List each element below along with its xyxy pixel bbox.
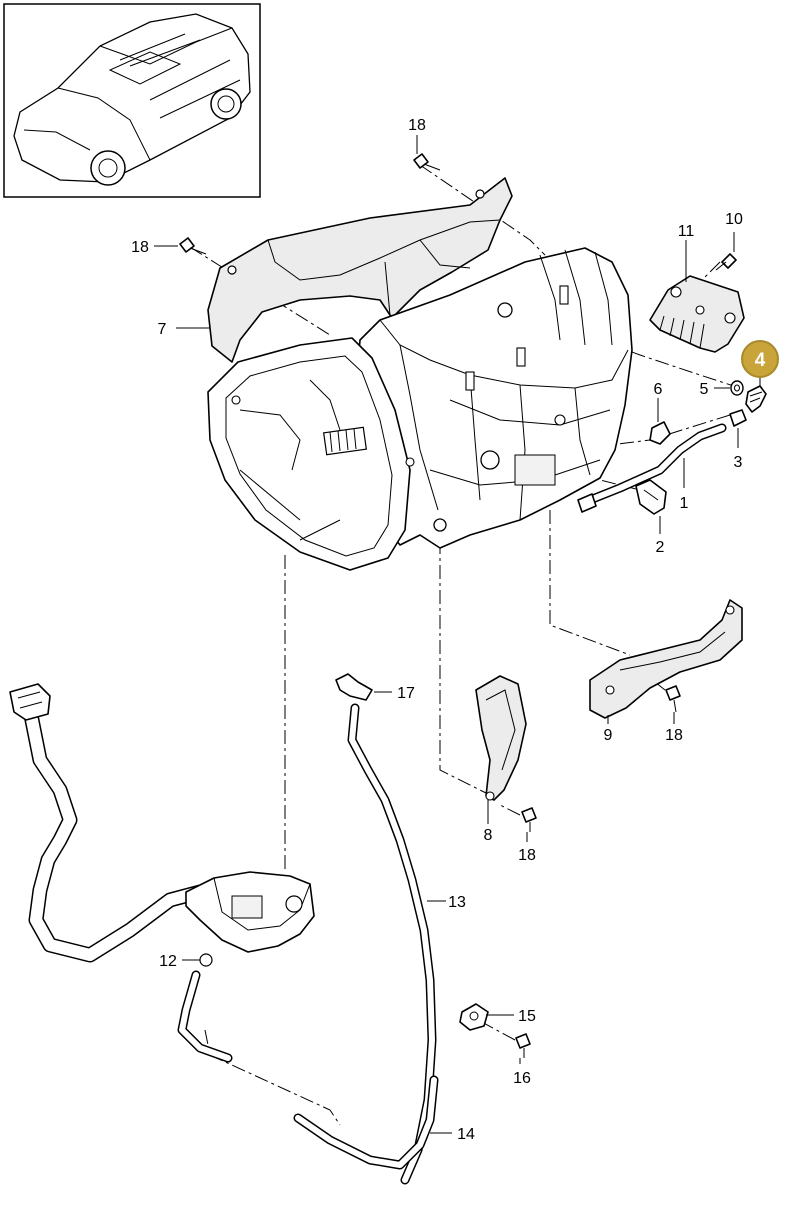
label-18-left[interactable]: 18 (131, 239, 149, 256)
bracket-2[interactable] (635, 479, 667, 515)
heat-shield-side[interactable] (589, 599, 743, 719)
clip-15[interactable] (459, 1003, 489, 1031)
leader-lines (154, 135, 761, 1134)
label-5[interactable]: 5 (700, 381, 709, 398)
label-17[interactable]: 17 (397, 685, 415, 702)
label-18-right[interactable]: 18 (665, 727, 683, 744)
part-labels: 18 18 10 11 7 5 6 3 1 2 17 9 18 8 18 13 … (131, 117, 743, 1143)
label-14[interactable]: 14 (457, 1126, 475, 1143)
label-8[interactable]: 8 (484, 827, 493, 844)
line-14[interactable] (293, 1075, 439, 1170)
pipe-1[interactable] (577, 423, 727, 513)
fitting-4[interactable] (745, 385, 767, 413)
screw-16[interactable] (515, 1033, 531, 1058)
seal-5[interactable] (730, 380, 744, 396)
highlight-callout-4[interactable]: 4 (741, 340, 779, 378)
label-12[interactable]: 12 (159, 953, 177, 970)
label-11[interactable]: 11 (678, 223, 695, 240)
actuator-assembly[interactable] (185, 871, 315, 967)
screw-18-lower[interactable] (521, 807, 537, 832)
label-16[interactable]: 16 (513, 1070, 531, 1087)
label-18-lower[interactable]: 18 (518, 847, 536, 864)
label-7[interactable]: 7 (158, 321, 167, 338)
label-3[interactable]: 3 (734, 454, 743, 471)
clip-6[interactable] (649, 421, 671, 445)
label-1[interactable]: 1 (680, 495, 689, 512)
heat-shield-small[interactable] (475, 675, 527, 801)
screw-18-right[interactable] (665, 685, 681, 713)
transmission-housing[interactable] (354, 247, 633, 549)
label-10[interactable]: 10 (725, 211, 743, 228)
screw-18-left[interactable] (179, 237, 207, 255)
cooler-cover[interactable] (649, 275, 745, 353)
label-9[interactable]: 9 (604, 727, 613, 744)
label-18-top[interactable]: 18 (408, 117, 426, 134)
bell-housing[interactable] (207, 337, 415, 571)
harness-hose[interactable] (9, 683, 208, 963)
label-4: 4 (755, 350, 766, 371)
heat-shield-top[interactable] (207, 177, 513, 363)
label-6[interactable]: 6 (654, 381, 663, 398)
label-13[interactable]: 13 (448, 894, 466, 911)
vehicle-thumbnail[interactable] (3, 3, 261, 198)
bracket-17[interactable] (335, 673, 373, 701)
label-15[interactable]: 15 (518, 1008, 536, 1025)
line-13[interactable] (347, 703, 437, 1185)
screw-18-top[interactable] (413, 153, 441, 171)
actuator-tube[interactable] (177, 970, 233, 1063)
label-2[interactable]: 2 (656, 539, 665, 556)
clamp-3[interactable] (729, 409, 747, 427)
screw-10[interactable] (715, 253, 737, 271)
